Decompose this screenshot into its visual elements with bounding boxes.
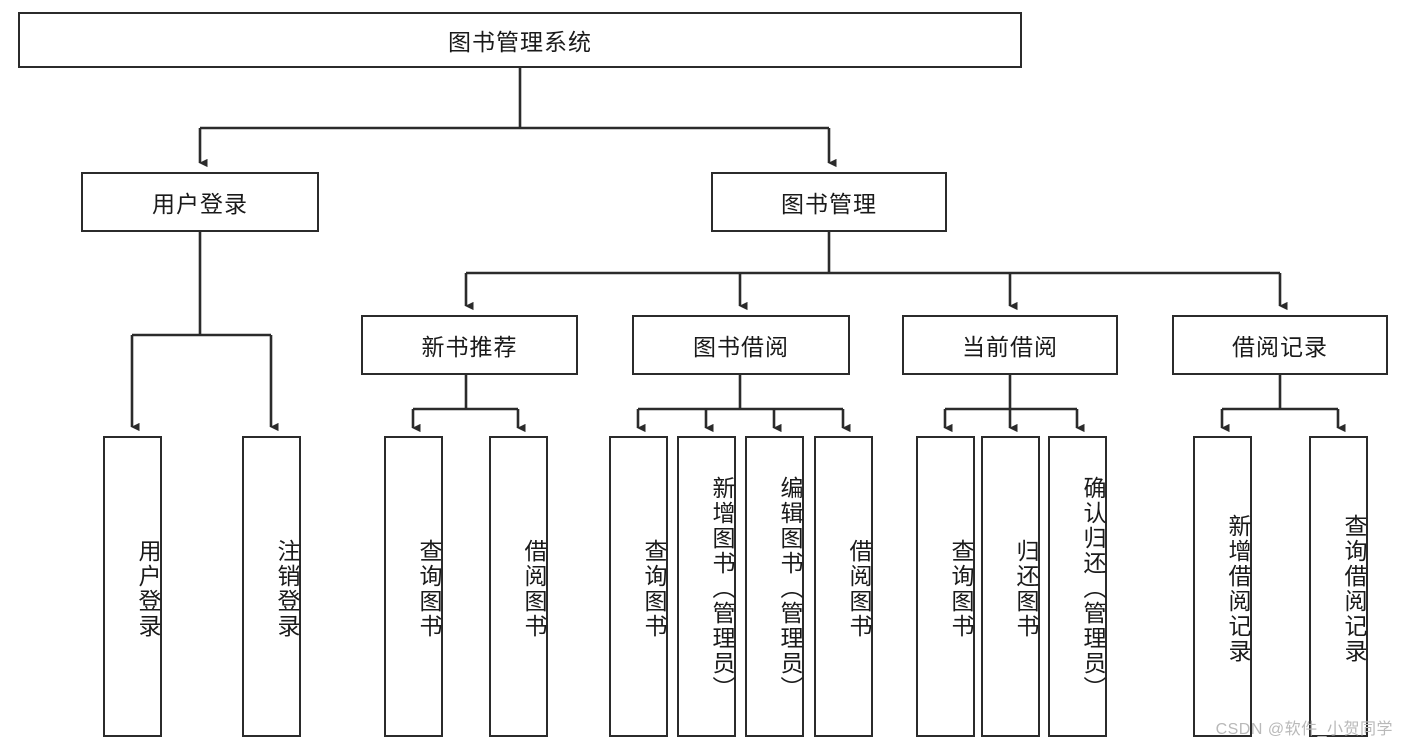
node-label: 图书借阅 [693, 334, 789, 360]
node-label: 借阅图书 [846, 538, 872, 639]
leaf-query-book-current[interactable]: 查询图书 [916, 436, 975, 737]
node-label: 用户登录 [135, 538, 161, 639]
node-root-book-management-system[interactable]: 图书管理系统 [18, 12, 1022, 68]
leaf-edit-book-admin[interactable]: 编辑图书（管理员） [745, 436, 804, 737]
node-label: 查询图书 [948, 538, 974, 639]
leaf-user-login[interactable]: 用户登录 [103, 436, 162, 737]
node-label: 新书推荐 [421, 334, 518, 360]
leaf-confirm-return-admin[interactable]: 确认归还（管理员） [1048, 436, 1107, 737]
node-label: 用户登录 [152, 191, 248, 217]
node-label: 新增借阅记录 [1225, 513, 1251, 664]
node-current-borrow[interactable]: 当前借阅 [902, 315, 1118, 375]
leaf-add-book-admin[interactable]: 新增图书（管理员） [677, 436, 736, 737]
node-label: 查询借阅记录 [1341, 513, 1367, 664]
node-label: 归还图书 [1013, 538, 1039, 639]
node-label: 确认归还（管理员） [1080, 476, 1106, 701]
node-user-login[interactable]: 用户登录 [81, 172, 319, 232]
node-label: 注销登录 [274, 538, 300, 639]
connectors-root-to-level2 [198, 68, 837, 168]
node-label: 图书管理系统 [448, 29, 592, 55]
leaf-borrow-book-new-recommend[interactable]: 借阅图书 [489, 436, 548, 737]
leaf-return-book[interactable]: 归还图书 [981, 436, 1040, 737]
leaf-borrow-book[interactable]: 借阅图书 [814, 436, 873, 737]
node-book-borrow[interactable]: 图书借阅 [632, 315, 850, 375]
leaf-logout-login[interactable]: 注销登录 [242, 436, 301, 737]
node-label: 查询图书 [641, 538, 667, 639]
node-book-management[interactable]: 图书管理 [711, 172, 947, 232]
node-label: 新增图书（管理员） [709, 476, 735, 701]
node-new-book-recommend[interactable]: 新书推荐 [361, 315, 578, 375]
leaf-query-borrow-record[interactable]: 查询借阅记录 [1309, 436, 1368, 737]
leaf-add-borrow-record[interactable]: 新增借阅记录 [1193, 436, 1252, 737]
connectors-bookmanage-to-level3 [464, 232, 1288, 311]
connectors-userlogin-to-leaves [130, 232, 279, 432]
node-label: 借阅图书 [521, 538, 547, 639]
connectors-currentborrow-to-leaves [943, 375, 1085, 433]
node-label: 借阅记录 [1232, 334, 1328, 360]
node-label: 编辑图书（管理员） [777, 476, 803, 701]
connectors-newbook-to-leaves [411, 375, 526, 433]
node-label: 当前借阅 [962, 334, 1058, 360]
node-borrow-record[interactable]: 借阅记录 [1172, 315, 1388, 375]
leaf-query-book-new-recommend[interactable]: 查询图书 [384, 436, 443, 737]
node-label: 查询图书 [416, 538, 442, 639]
connectors-borrowrecord-to-leaves [1220, 375, 1346, 433]
connectors-bookborrow-to-leaves [636, 375, 851, 433]
leaf-query-book-borrow[interactable]: 查询图书 [609, 436, 668, 737]
node-label: 图书管理 [781, 191, 877, 217]
